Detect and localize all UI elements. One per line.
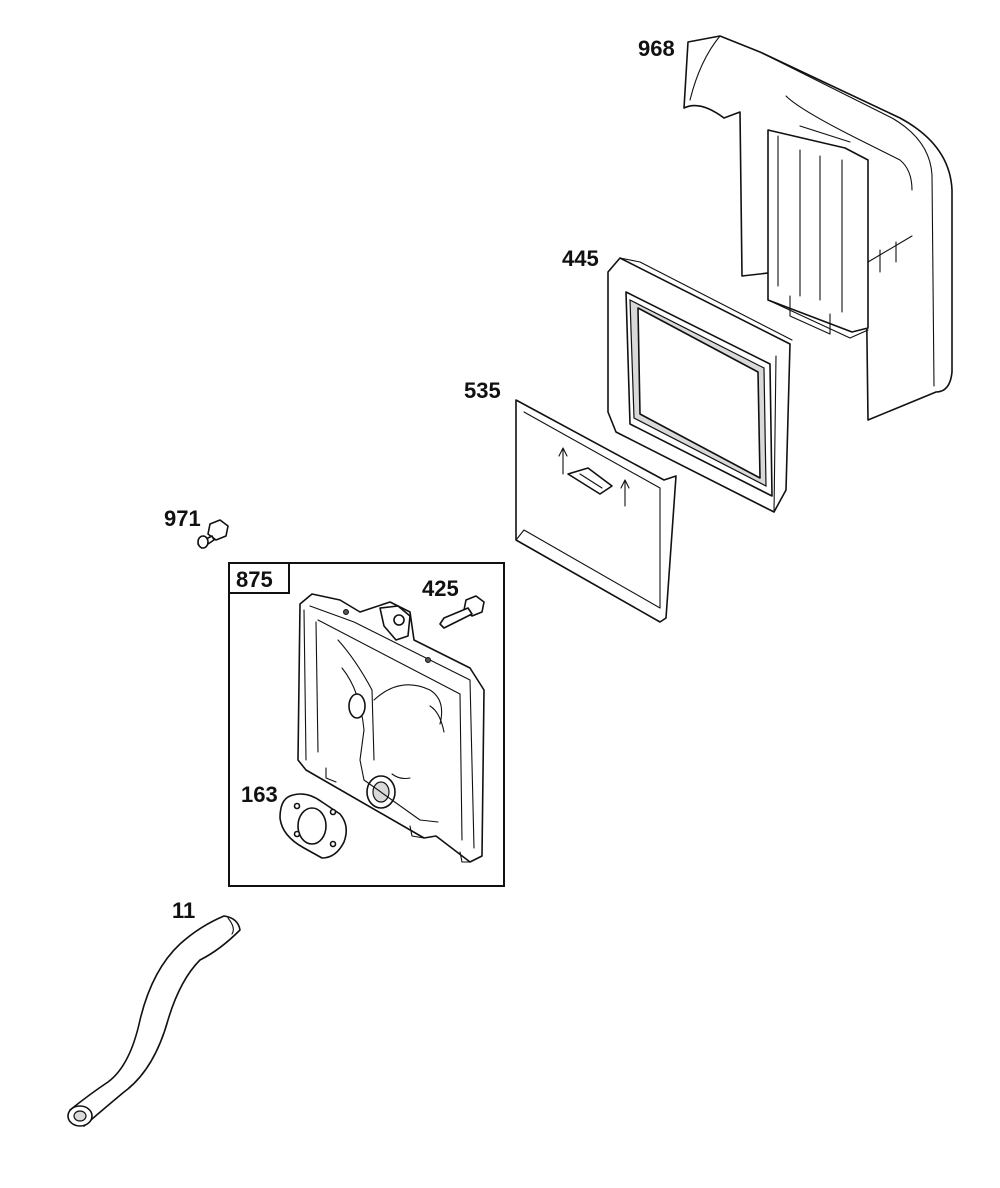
part-875-air-cleaner-base [297,593,485,863]
part-445-air-filter [607,257,793,513]
callout-971: 971 [164,506,201,531]
part-968-air-cleaner-cover [683,35,953,421]
kit-875-label-box [228,562,290,594]
callout-425: 425 [422,576,459,601]
callout-11: 11 [172,898,195,923]
part-971-screw [197,519,229,549]
callout-163: 163 [241,782,278,807]
callout-535: 535 [464,378,501,403]
part-425-bolt [439,595,485,629]
callout-445: 445 [562,246,599,271]
part-11-breather-tube [67,915,241,1127]
callout-968: 968 [638,36,675,61]
part-163-gasket [279,793,348,859]
part-535-pre-cleaner [515,399,677,623]
callout-875: 875 [236,567,273,592]
kit-875-frame [228,562,505,887]
